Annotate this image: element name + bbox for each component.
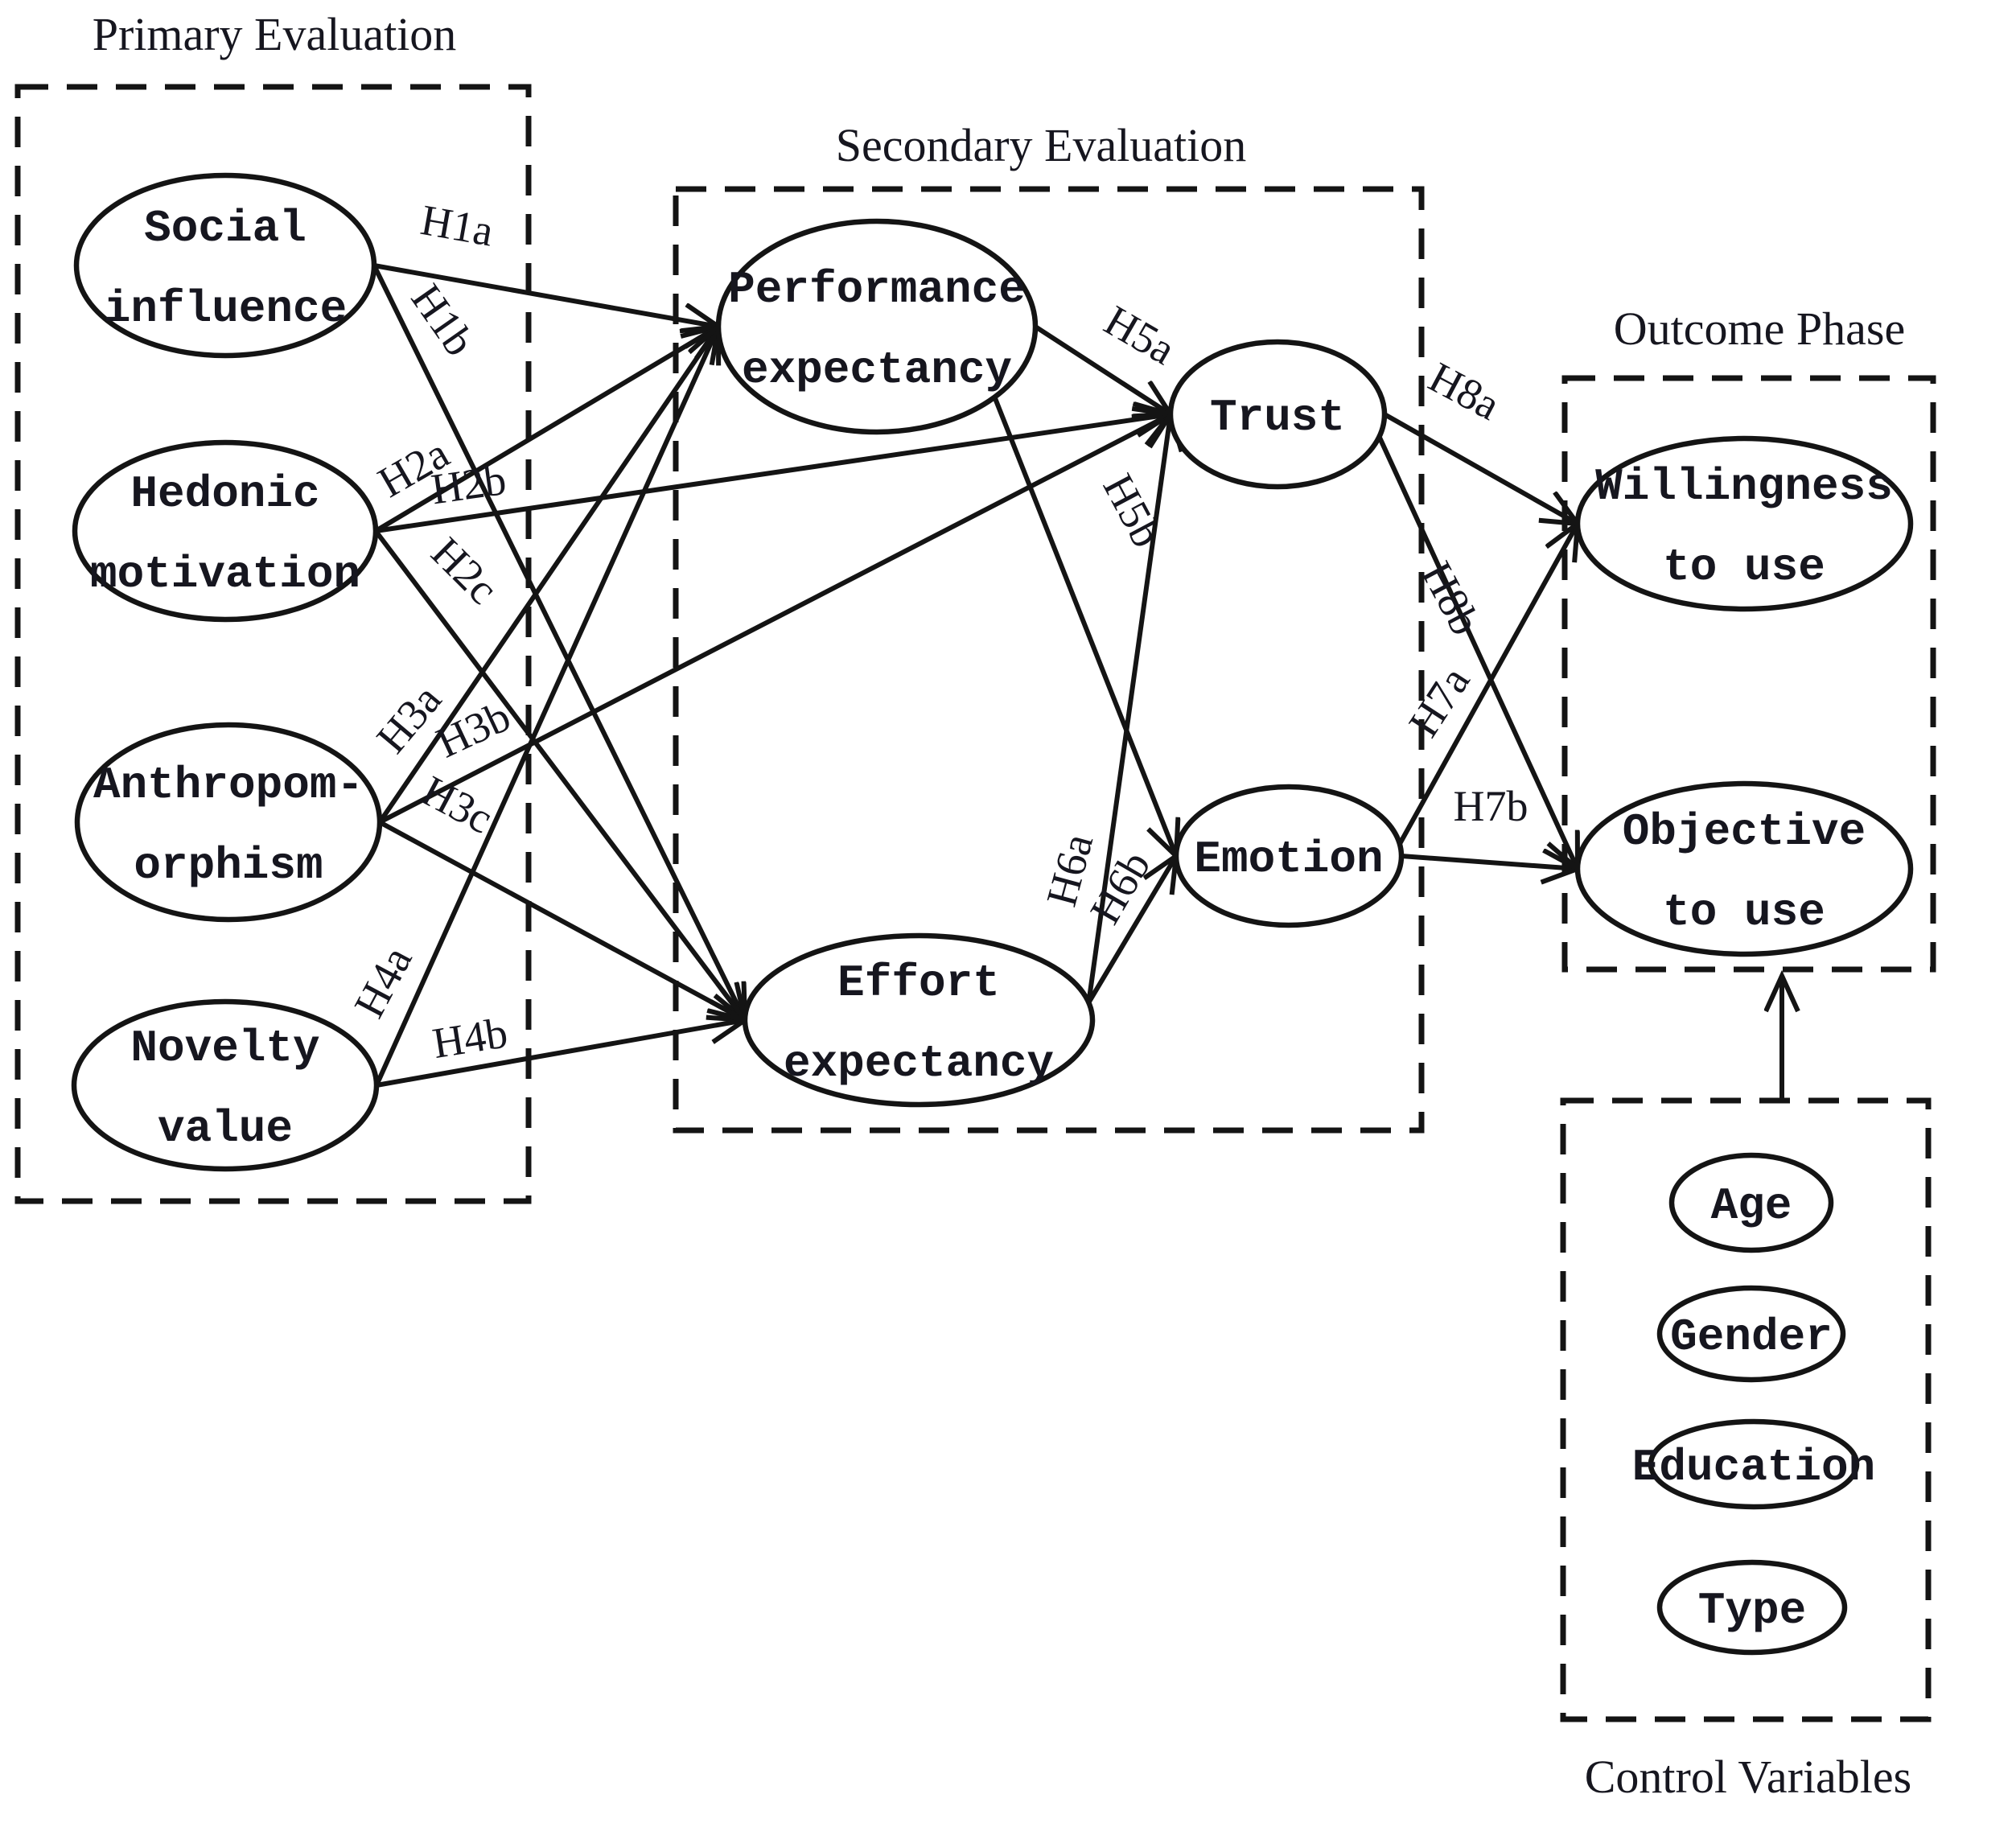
group-title-secondary: Secondary Evaluation xyxy=(836,119,1247,171)
node-shape-education xyxy=(1648,1418,1860,1510)
edge-label-H3c: H3c xyxy=(414,766,501,842)
node-label-hedonic-line2: motivation xyxy=(90,549,360,600)
node-shape-willing xyxy=(1574,435,1914,612)
node-label-emotion-line1: Emotion xyxy=(1194,833,1383,885)
edge-H2a-hedonic-to-pe xyxy=(374,327,718,533)
node-shape-novelty xyxy=(71,998,380,1172)
group-box-primary xyxy=(14,84,532,1204)
node-shape-type xyxy=(1656,1559,1848,1656)
node-label-willing-line2: to use xyxy=(1663,541,1825,593)
node-label-ee-line1: Effort xyxy=(837,957,1000,1009)
edge-H7b-emotion-to-objective xyxy=(1401,856,1578,869)
node-willing: Willingness to use xyxy=(1574,435,1914,612)
node-shape-pe xyxy=(715,218,1039,435)
node-gender: Gender xyxy=(1656,1285,1846,1383)
node-shape-trust xyxy=(1167,339,1388,490)
group-title-primary: Primary Evaluation xyxy=(93,8,457,60)
edge-H4a-novelty-to-pe xyxy=(374,327,718,1087)
node-label-novelty-line2: value xyxy=(158,1103,293,1154)
edge-label-H7b: H7b xyxy=(1454,782,1528,830)
edge-H8b-trust-to-objective xyxy=(1376,435,1578,869)
node-label-anthro-line2: orphism xyxy=(134,840,323,891)
node-shape-anthro xyxy=(74,722,383,923)
node-shape-ee xyxy=(742,932,1096,1108)
group-title-outcome: Outcome Phase xyxy=(1614,302,1905,355)
node-label-anthro-line1: Anthropom- xyxy=(93,759,364,811)
node-label-pe-line2: expectancy xyxy=(742,344,1012,396)
node-objective: Objective to use xyxy=(1574,780,1914,957)
node-education: Education xyxy=(1632,1418,1875,1510)
node-age: Age xyxy=(1668,1152,1834,1253)
edge-H7a-emotion-to-willing xyxy=(1397,524,1578,846)
node-label-hedonic-line1: Hedonic xyxy=(130,468,319,520)
node-label-gender-line1: Gender xyxy=(1670,1311,1833,1363)
edge-H1a-social-to-pe xyxy=(373,263,718,327)
node-label-education-line1: Education xyxy=(1632,1442,1875,1493)
node-ee: Effort expectancy xyxy=(742,932,1096,1108)
node-trust: Trust xyxy=(1167,339,1388,490)
node-label-pe-line1: Performance xyxy=(728,264,1026,315)
node-social: Social influence xyxy=(73,172,377,359)
node-hedonic: Hedonic motivation xyxy=(72,439,379,623)
node-label-age-line1: Age xyxy=(1711,1180,1792,1232)
node-label-objective-line1: Objective xyxy=(1623,806,1866,858)
edge-label-H7a: H7a xyxy=(1399,658,1479,745)
node-label-novelty-line1: Novelty xyxy=(130,1023,319,1074)
node-label-willing-line1: Willingness xyxy=(1595,461,1893,512)
node-shape-social xyxy=(73,172,377,359)
node-pe: Performance expectancy xyxy=(715,218,1039,435)
node-label-objective-line2: to use xyxy=(1663,887,1825,938)
node-shape-objective xyxy=(1574,780,1914,957)
node-label-social-line1: Social xyxy=(144,203,307,254)
node-shape-hedonic xyxy=(72,439,379,623)
node-shape-gender xyxy=(1656,1285,1846,1383)
edge-label-H2b: H2b xyxy=(428,455,508,513)
edge-H3c-anthro-to-ee xyxy=(378,820,745,1020)
edge-label-H1a: H1a xyxy=(418,195,497,256)
group-box-secondary xyxy=(673,186,1425,1134)
group-title-control: Control Variables xyxy=(1585,1751,1911,1803)
edge-H6a-ee-to-trust xyxy=(1086,414,1171,1003)
node-anthro: Anthropom-orphism xyxy=(74,722,383,923)
node-label-type-line1: Type xyxy=(1698,1585,1806,1636)
node-label-trust-line1: Trust xyxy=(1210,392,1345,443)
edge-H5b-pe-to-emotion xyxy=(992,396,1176,856)
group-box-outcome xyxy=(1561,375,1936,973)
edge-label-H4b: H4b xyxy=(430,1008,511,1068)
edge-H3a-anthro-to-pe xyxy=(377,327,718,824)
edge-H4b-novelty-to-ee xyxy=(376,1020,745,1088)
node-label-social-line2: influence xyxy=(104,283,347,335)
node-emotion: Emotion xyxy=(1173,784,1405,928)
edge-label-H2c: H2c xyxy=(422,528,508,613)
edge-H2b-hedonic-to-trust xyxy=(375,414,1171,533)
edge-H5a-pe-to-trust xyxy=(1034,324,1171,414)
edge-H6b-ee-to-emotion xyxy=(1086,856,1176,1004)
node-novelty: Novelty value xyxy=(71,998,380,1172)
node-type: Type xyxy=(1656,1559,1848,1656)
edge-H8a-trust-to-willing xyxy=(1383,412,1578,524)
node-shape-age xyxy=(1668,1152,1834,1253)
edge-H3b-anthro-to-trust xyxy=(378,414,1171,825)
node-label-ee-line2: expectancy xyxy=(784,1038,1054,1089)
edge-label-H8a: H8a xyxy=(1421,352,1508,429)
node-shape-emotion xyxy=(1173,784,1405,928)
edge-label-H5a: H5a xyxy=(1096,296,1183,374)
edge-H2c-hedonic-to-ee xyxy=(373,529,745,1020)
edge-H1b-social-to-ee xyxy=(372,264,745,1020)
